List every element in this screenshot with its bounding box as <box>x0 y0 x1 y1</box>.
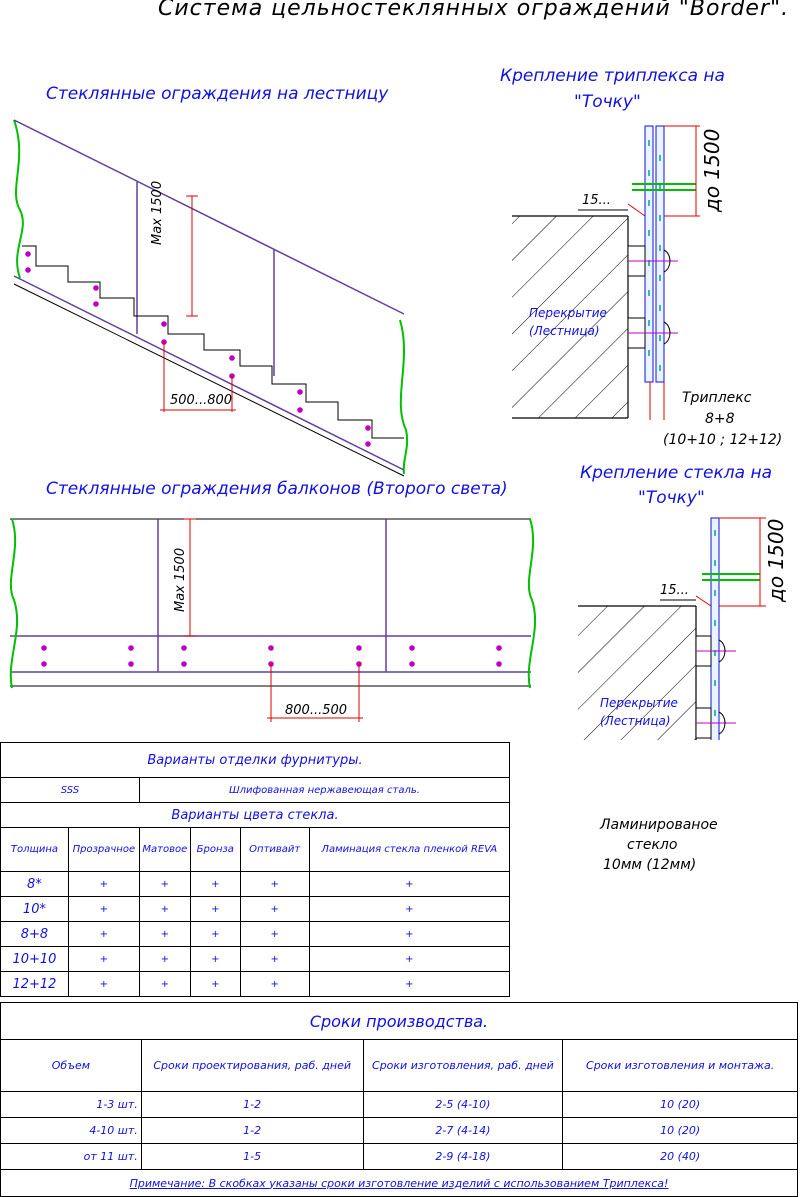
production-cell: 1-5 <box>140 1143 364 1170</box>
production-cell: 1-2 <box>140 1117 364 1144</box>
production-header: Сроки изготовления, раб. дней <box>362 1039 564 1092</box>
triplex-detail-title-2: "Точку" <box>574 92 641 112</box>
production-cell: 10 (20) <box>562 1091 798 1118</box>
production-header: Сроки проектирования, раб. дней <box>140 1039 364 1092</box>
color-cell: + <box>308 896 511 922</box>
glass-slab-label-1: Перекрытие <box>600 696 678 710</box>
production-table-title: Сроки производства. <box>0 1002 798 1040</box>
production-cell: 2-5 (4-10) <box>362 1091 564 1118</box>
color-cell: + <box>189 921 241 947</box>
balcony-railing-drawing <box>9 518 537 722</box>
balcony-height-dim: Max 1500 <box>173 547 188 612</box>
stair-step-dim: 500...800 <box>170 393 233 408</box>
stair-height-dim: Max 1500 <box>150 180 165 245</box>
table-row: 10+10 + + + + + <box>0 946 511 972</box>
triplex-edge-dim: 15... <box>582 193 611 208</box>
triplex-glass-label-1: Триплекс <box>682 390 752 406</box>
triplex-height-dim: до 1500 <box>700 128 724 212</box>
triplex-slab-label-2: (Лестница) <box>529 324 600 338</box>
color-cell: + <box>189 896 241 922</box>
glass-label-1: Ламинированое <box>600 817 718 833</box>
color-cell: + <box>239 946 310 972</box>
color-header: Матовое <box>138 827 191 872</box>
production-header: Объем <box>0 1039 142 1092</box>
color-cell: 12+12 <box>0 971 69 997</box>
color-cell: + <box>138 896 191 922</box>
finish-code: SSS <box>0 777 140 803</box>
color-cell: 8* <box>0 871 69 897</box>
production-cell: 20 (40) <box>562 1143 798 1170</box>
color-cell: + <box>189 971 241 997</box>
balcony-section-title: Стеклянные ограждения балконов (Второго … <box>46 479 508 499</box>
color-cell: + <box>189 946 241 972</box>
finish-table-title: Варианты отделки фурнитуры. <box>0 742 510 778</box>
glass-label-3: 10мм (12мм) <box>603 857 697 873</box>
triplex-mount-detail <box>512 125 700 420</box>
production-header: Сроки изготовления и монтажа. <box>562 1039 798 1092</box>
color-cell: + <box>67 871 140 897</box>
production-table: Сроки производства. Объем Сроки проектир… <box>0 1002 798 1197</box>
color-table-title: Варианты цвета стекла. <box>0 802 510 828</box>
color-cell: + <box>138 921 191 947</box>
color-cell: + <box>138 946 191 972</box>
glass-slab-label-2: (Лестница) <box>600 714 671 728</box>
glass-height-dim: до 1500 <box>764 518 788 602</box>
drawings-canvas <box>9 119 766 740</box>
table-row: 12+12 + + + + + <box>0 971 511 997</box>
production-cell: 2-9 (4-18) <box>362 1143 564 1170</box>
color-header: Оптивайт <box>239 827 310 872</box>
color-cell: + <box>308 946 511 972</box>
color-cell: + <box>308 921 511 947</box>
color-cell: + <box>67 971 140 997</box>
color-cell: + <box>138 971 191 997</box>
color-cell: 8+8 <box>0 921 69 947</box>
table-row: 8* + + + + + <box>0 871 511 897</box>
production-cell: от 11 шт. <box>0 1143 142 1170</box>
production-cell: 2-7 (4-14) <box>362 1117 564 1144</box>
color-cell: + <box>239 921 310 947</box>
color-cell: + <box>308 971 511 997</box>
color-header: Бронза <box>189 827 241 872</box>
color-cell: 10* <box>0 896 69 922</box>
production-cell: 1-2 <box>140 1091 364 1118</box>
stair-railing-drawing <box>13 119 409 477</box>
glass-mount-detail <box>578 517 766 740</box>
production-cell: 10 (20) <box>562 1117 798 1144</box>
triplex-glass-label-2: 8+8 <box>705 411 735 427</box>
color-cell: + <box>138 871 191 897</box>
production-cell: 4-10 шт. <box>0 1117 142 1144</box>
finish-color-table: Варианты отделки фурнитуры. SSS Шлифован… <box>0 742 511 997</box>
triplex-glass-label-3: (10+10 ; 12+12) <box>663 432 783 448</box>
triplex-slab-label-1: Перекрытие <box>529 306 607 320</box>
finish-description: Шлифованная нержавеющая сталь. <box>138 777 511 803</box>
color-cell: 10+10 <box>0 946 69 972</box>
table-row: 4-10 шт. 1-2 2-7 (4-14) 10 (20) <box>0 1117 798 1144</box>
glass-edge-dim: 15... <box>660 583 689 598</box>
glass-detail-title-2: "Точку" <box>638 488 705 508</box>
color-header: Прозрачное <box>67 827 140 872</box>
color-header: Толщина <box>0 827 69 872</box>
glass-label-2: стекло <box>627 837 678 853</box>
color-cell: + <box>67 921 140 947</box>
color-cell: + <box>239 896 310 922</box>
glass-detail-title-1: Крепление стекла на <box>580 463 772 483</box>
balcony-step-dim: 800...500 <box>285 703 348 718</box>
triplex-detail-title-1: Крепление триплекса на <box>500 66 725 86</box>
color-header: Ламинация стекла пленкой REVA <box>308 827 511 872</box>
table-row: от 11 шт. 1-5 2-9 (4-18) 20 (40) <box>0 1143 798 1170</box>
color-cell: + <box>308 871 511 897</box>
color-cell: + <box>189 871 241 897</box>
page-title: Система цельностеклянных ограждений "Bor… <box>158 0 790 21</box>
production-cell: 1-3 шт. <box>0 1091 142 1118</box>
color-cell: + <box>239 971 310 997</box>
production-note: Примечание: В скобках указаны сроки изго… <box>0 1169 798 1197</box>
table-row: 1-3 шт. 1-2 2-5 (4-10) 10 (20) <box>0 1091 798 1118</box>
color-cell: + <box>239 871 310 897</box>
table-row: 8+8 + + + + + <box>0 921 511 947</box>
color-cell: + <box>67 946 140 972</box>
color-cell: + <box>67 896 140 922</box>
stair-section-title: Стеклянные ограждения на лестницу <box>46 84 389 104</box>
table-row: 10* + + + + + <box>0 896 511 922</box>
